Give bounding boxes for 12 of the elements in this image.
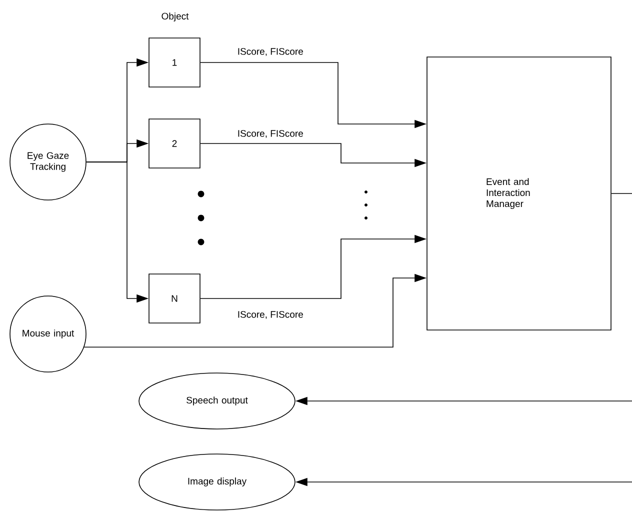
- column-heading: Object: [162, 12, 189, 22]
- object-box: N: [148, 274, 200, 324]
- circle-node: Eye Gaze Tracking: [10, 124, 86, 200]
- edge-label: IScore, FIScore: [238, 130, 303, 138]
- edge-label: IScore, FIScore: [238, 48, 303, 56]
- ellipse-node: Image display: [138, 454, 296, 510]
- object-box: 2: [148, 118, 200, 168]
- manager-box: Event and Interaction Manager: [426, 56, 612, 330]
- ellipse-node: Speech output: [138, 372, 296, 430]
- edge-label: IScore, FIScore: [238, 311, 303, 319]
- object-box: 1: [148, 38, 200, 88]
- circle-node: Mouse input: [10, 296, 86, 372]
